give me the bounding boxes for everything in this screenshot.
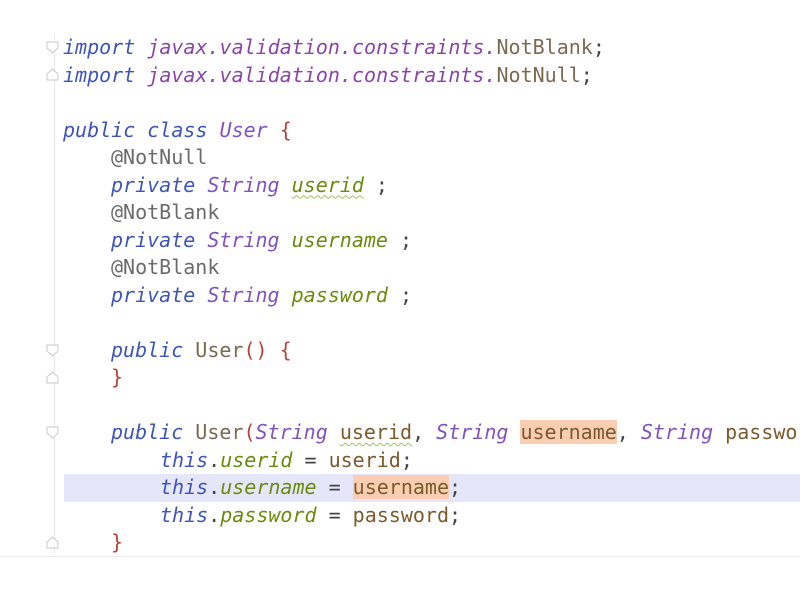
code-line[interactable]: public User(String userid, String userna… [0,419,800,447]
annotation: @NotBlank [111,255,220,279]
method-name: User [195,337,244,362]
class-name: NotBlank [496,35,593,59]
brace: { [279,117,292,142]
comma: , [412,420,425,444]
fold-end-icon[interactable] [46,536,59,549]
code-line[interactable]: @NotBlank [0,254,800,282]
keyword: this [160,447,209,472]
parameter-name: userid [328,447,401,472]
type-name: String [207,172,280,197]
field-name: username [291,227,388,252]
fold-start-icon[interactable] [46,41,59,54]
code-line[interactable]: private String userid ; [0,172,800,200]
package-name: javax.validation.constraints. [147,62,497,87]
assign-operator: = [316,502,353,527]
keyword: public [63,117,136,142]
gutter-divider [54,34,55,554]
annotation: @NotBlank [111,200,220,224]
code-line[interactable]: this.userid = userid; [0,447,800,475]
code-line[interactable]: import javax.validation.constraints.NotN… [0,62,800,90]
semicolon: ; [387,282,413,307]
dot: . [208,447,221,472]
annotation: @NotNull [111,145,208,169]
keyword: this [160,475,209,499]
keyword: private [111,172,196,197]
code-line[interactable]: public User() { [0,337,800,365]
type-name: String [207,282,280,307]
code-line[interactable]: @NotBlank [0,199,800,227]
semicolon: ; [363,172,388,197]
package-name: javax.validation.constraints. [147,35,497,59]
assign-operator: = [292,447,329,472]
keyword: private [111,282,196,307]
paren: ( [243,420,256,444]
field-name: password [291,282,388,307]
code-line[interactable]: public class User { [0,117,800,145]
code-line[interactable]: private String password ; [0,282,800,310]
semicolon: ; [580,62,593,87]
assign-operator: = [316,475,353,499]
fold-end-icon[interactable] [46,371,59,384]
semicolon: ; [449,475,462,499]
keyword: public [111,420,184,444]
class-name: NotNull [496,62,581,87]
code-line[interactable]: } [0,364,800,392]
editor-bottom-edge [0,556,800,557]
type-name: String [436,420,509,444]
parameter-name-highlighted: username [520,420,617,444]
semicolon: ; [592,35,605,59]
code-line[interactable]: @NotNull [0,144,800,172]
parameter-name-highlighted: username [352,475,449,499]
semicolon: ; [449,502,462,527]
code-line[interactable]: } [0,529,800,557]
fold-start-icon[interactable] [46,426,59,439]
semicolon: ; [400,447,413,472]
keyword: class [147,117,208,142]
current-code-line[interactable]: this.username = username; [64,474,800,502]
parentheses: () [243,337,268,362]
brace: } [111,530,124,554]
field-name: userid [291,172,364,197]
fold-end-icon[interactable] [46,68,59,81]
semicolon: ; [387,227,413,252]
keyword: import [63,35,136,59]
field-name: username [220,475,317,499]
dot: . [208,475,221,499]
keyword: import [63,62,136,87]
keyword: public [111,337,184,362]
parameter-name: passwor [725,420,800,444]
comma: , [616,420,629,444]
field-name: userid [220,447,293,472]
dot: . [208,502,221,527]
code-editor[interactable]: import javax.validation.constraints.NotB… [0,0,800,567]
code-line[interactable]: this.password = password; [0,502,800,530]
type-name: String [640,420,714,444]
keyword: private [111,227,196,252]
method-name: User [195,420,244,444]
type-name: String [255,420,328,444]
parameter-name: password [352,502,449,527]
type-name: String [207,227,280,252]
parameter-name: userid [339,420,413,444]
fold-start-icon[interactable] [46,344,59,357]
brace: } [111,365,124,389]
keyword: this [160,502,209,527]
class-name: User [219,117,268,142]
code-line[interactable]: import javax.validation.constraints.NotB… [0,34,800,62]
field-name: password [220,502,317,527]
brace: { [279,337,292,362]
code-line[interactable]: private String username ; [0,227,800,255]
